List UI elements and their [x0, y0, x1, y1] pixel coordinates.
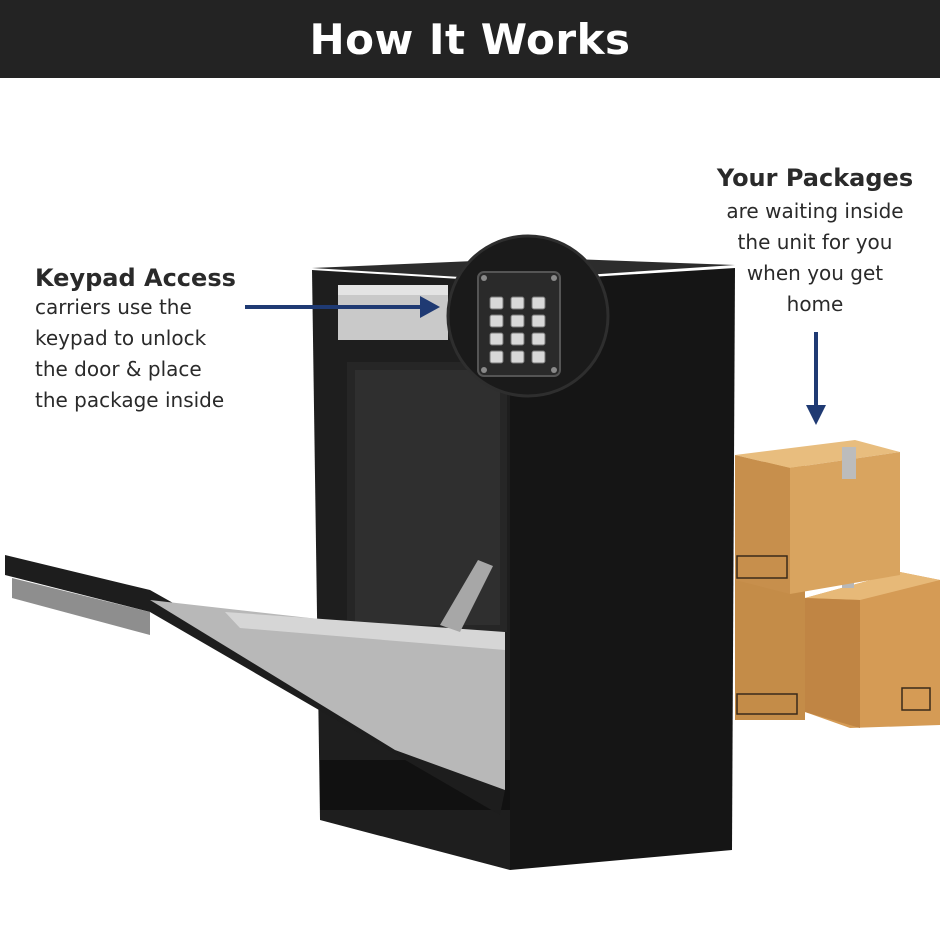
- callout-line: home: [786, 292, 844, 316]
- packages-arrow-icon: [806, 332, 826, 425]
- callout-line: carriers use the: [35, 295, 192, 319]
- keypad-access-callout: Keypad Access carriers use the keypad to…: [35, 264, 275, 416]
- keypad-arrow-icon: [245, 296, 440, 318]
- your-packages-title: Your Packages: [716, 164, 914, 192]
- callout-line: when you get: [746, 261, 884, 285]
- callout-line: the unit for you: [737, 230, 893, 254]
- keypad-zoom-inset: [446, 234, 610, 398]
- callout-line: the door & place: [35, 357, 202, 381]
- keypad-access-text: carriers use the keypad to unlock the do…: [35, 292, 275, 416]
- header-bar: How It Works: [0, 0, 940, 78]
- your-packages-text: are waiting inside the unit for you when…: [690, 196, 940, 320]
- callout-line: are waiting inside: [726, 199, 904, 223]
- keypad-access-title: Keypad Access: [35, 264, 236, 292]
- package-boxes: [735, 440, 940, 728]
- callout-line: the package inside: [35, 388, 225, 412]
- your-packages-callout: Your Packages are waiting inside the uni…: [690, 164, 940, 320]
- callout-line: keypad to unlock: [35, 326, 207, 350]
- open-drop-door: [5, 555, 505, 815]
- page-title: How It Works: [309, 14, 631, 64]
